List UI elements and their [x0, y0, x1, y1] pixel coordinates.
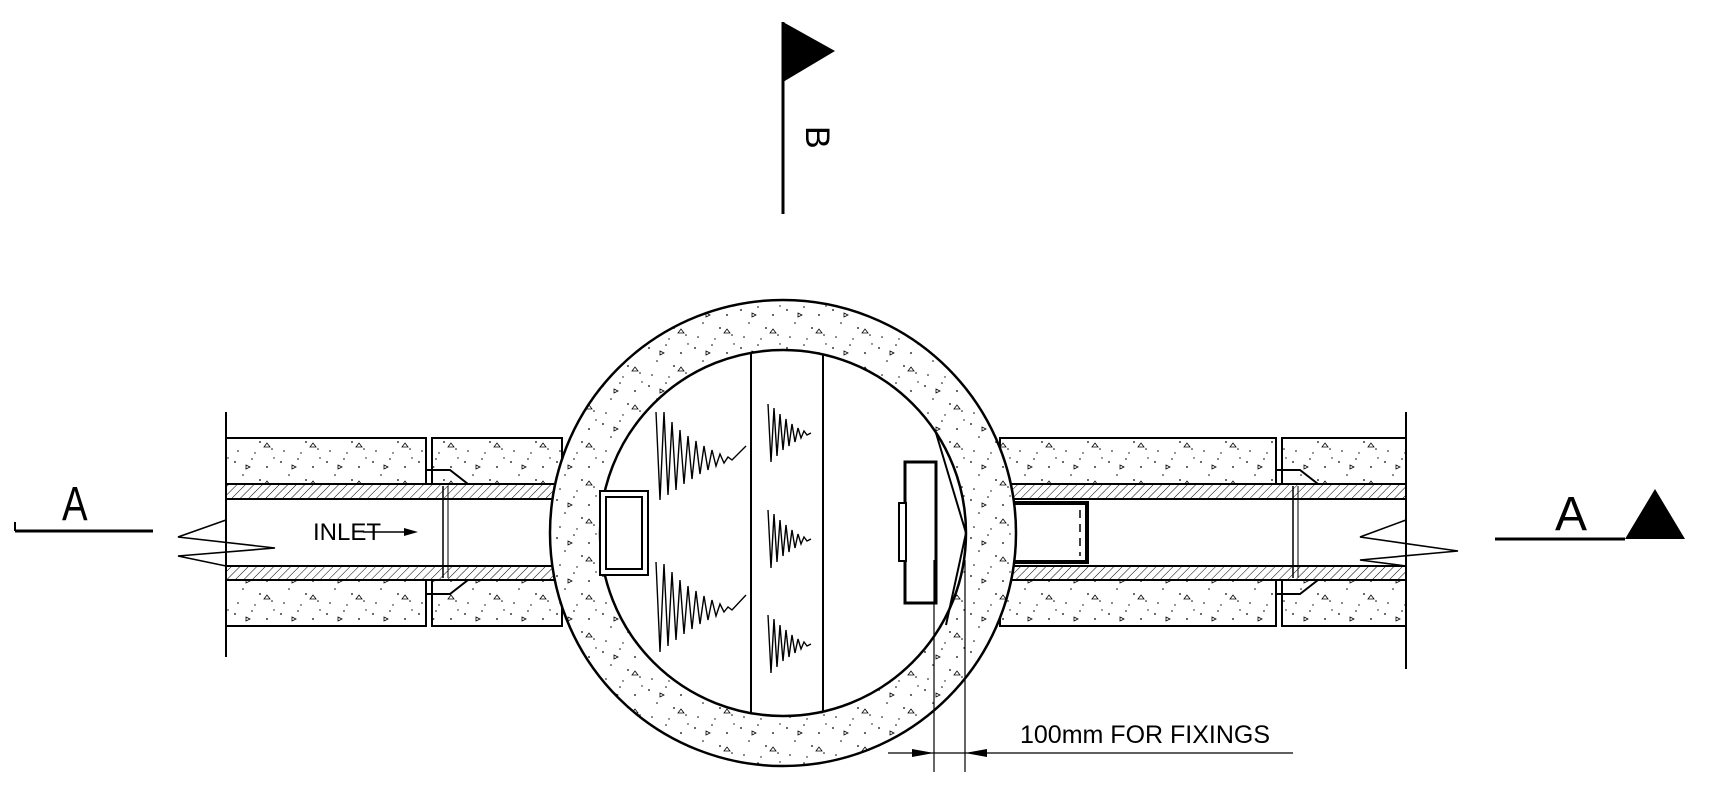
inlet-arrow-icon	[363, 528, 418, 536]
section-marker-top-label: B	[798, 126, 836, 149]
section-flag-icon	[783, 22, 835, 82]
inlet-pipe-run	[177, 412, 563, 657]
section-arrow-icon	[1625, 489, 1685, 539]
dimension-arrow-left-icon	[912, 749, 934, 757]
section-marker-left: A	[14, 478, 153, 533]
manhole-chamber	[548, 298, 1018, 768]
section-marker-right: A	[1495, 488, 1685, 541]
outlet-pipe-run	[999, 412, 1459, 669]
dimension-arrow-right-icon	[965, 749, 987, 757]
fixings-dimension: 100mm FOR FIXINGS	[888, 560, 1293, 772]
section-marker-top: B	[781, 22, 836, 214]
section-marker-left-label: A	[62, 478, 88, 531]
section-marker-right-label: A	[1555, 488, 1587, 541]
fixings-label: 100mm FOR FIXINGS	[1020, 721, 1270, 749]
